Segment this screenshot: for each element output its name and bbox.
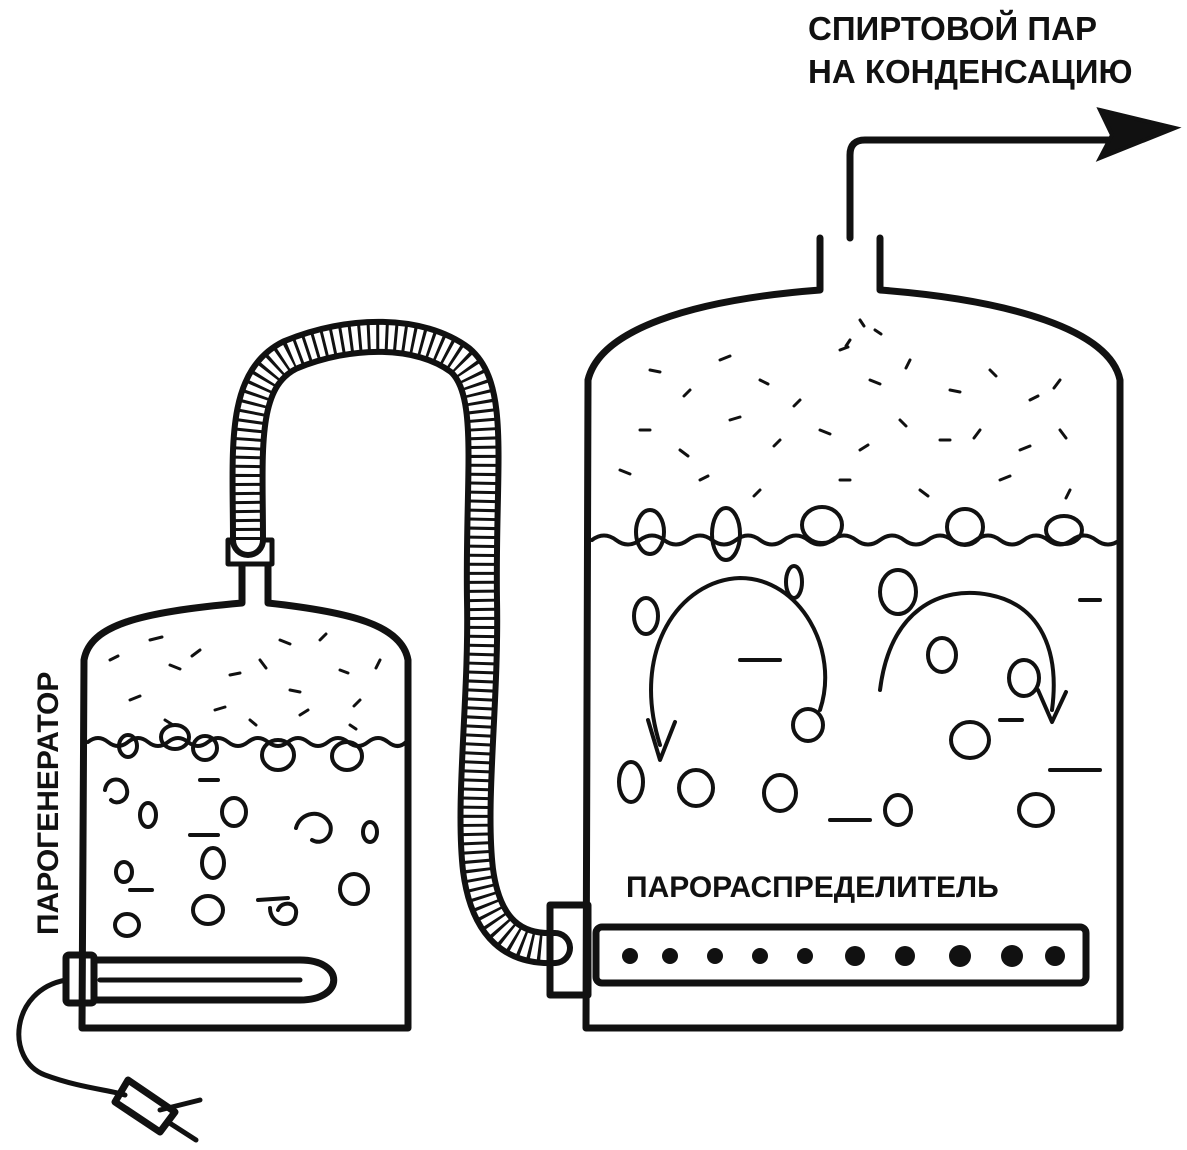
distributor-water-surface xyxy=(590,533,1122,547)
vapor-label-line1: СПИРТОВОЙ ПАР xyxy=(808,9,1097,47)
distributor-vapor-dots xyxy=(618,318,1072,500)
heating-element-icon xyxy=(62,951,338,1007)
steam-generator-label: ПАРОГЕНЕРАТОР xyxy=(32,672,65,935)
electric-plug-icon xyxy=(16,977,203,1143)
steam-distributor-vessel xyxy=(582,234,1124,1032)
distributor-bubbles xyxy=(617,505,1084,828)
distributor-tube xyxy=(546,901,1090,999)
outlet-arrow-icon xyxy=(846,107,1182,242)
steam-generator-vessel xyxy=(78,537,412,1032)
corrugated-hose xyxy=(229,318,573,967)
generator-bubbles xyxy=(103,723,379,938)
steam-distributor-label: ПАРОРАСПРЕДЕЛИТЕЛЬ xyxy=(626,871,999,904)
circulation-arrows xyxy=(646,576,1102,822)
generator-steam-dots xyxy=(108,632,382,731)
vapor-label-line2: НА КОНДЕНСАЦИЮ xyxy=(808,53,1133,90)
